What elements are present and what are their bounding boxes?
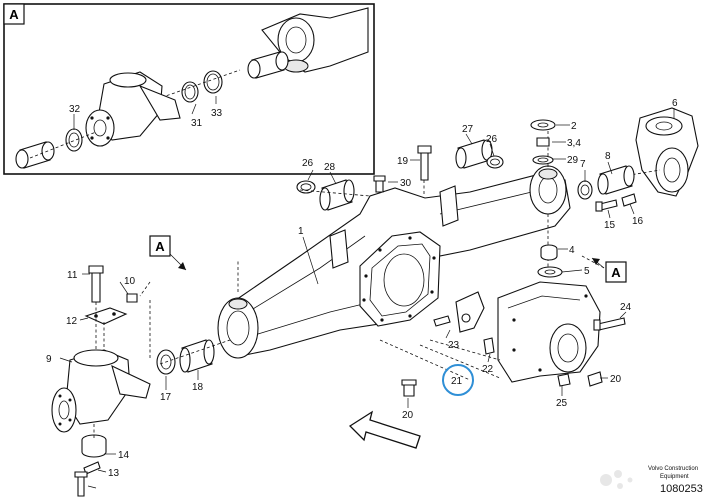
- plate-12: [84, 307, 128, 325]
- ring-29: [532, 155, 554, 165]
- callout-10: 10: [124, 276, 136, 287]
- inset-ring-31: [181, 81, 199, 103]
- washer-5: [537, 266, 563, 278]
- plug-20-right: [587, 371, 603, 387]
- callout-21: 21: [451, 376, 463, 387]
- leader-lines: [59, 108, 675, 489]
- bolt-lower: [77, 475, 85, 497]
- drawing-number: 1080253: [660, 483, 703, 495]
- inset-view-label: A: [9, 7, 19, 22]
- callout-28: 28: [324, 162, 336, 173]
- pin-25: [557, 373, 571, 387]
- pivot-washers: [530, 119, 563, 278]
- callout-19: 19: [397, 156, 409, 167]
- callout-23: 23: [448, 340, 460, 351]
- plug-20-center: [403, 383, 415, 397]
- watermark-logo: [600, 470, 633, 489]
- callout-26-left: 26: [302, 158, 314, 169]
- callout-5: 5: [584, 266, 590, 277]
- grease-nipple-30: [375, 179, 384, 193]
- clamp-23: [455, 291, 485, 333]
- seal-7: [577, 180, 593, 200]
- callout-32: 32: [69, 104, 81, 115]
- callout-22: 22: [482, 364, 494, 375]
- callout-17: 17: [160, 392, 172, 403]
- callout-21-highlight: [442, 364, 474, 396]
- washer-16: [621, 193, 637, 207]
- differential-cover: [359, 231, 441, 327]
- bracket-6-bore: [655, 147, 689, 193]
- callout-11: 11: [67, 270, 78, 281]
- callout-20-center: 20: [402, 410, 414, 421]
- hub-bore: [549, 323, 587, 373]
- callout-27: 27: [462, 124, 474, 135]
- detail-inset: A 32 31 33: [3, 3, 375, 175]
- callout-13: 13: [108, 468, 120, 479]
- inset-hub-flange: [85, 109, 115, 147]
- callout-20-right: 20: [610, 374, 622, 385]
- callout-numbers: 1 2 3,4 4 5 6 7 8 9 10 11 12 13 14 15 16…: [46, 98, 678, 479]
- callout-30: 30: [400, 178, 412, 189]
- credit-line-2: Equipment: [660, 474, 689, 480]
- right-hub-carrier: [429, 281, 626, 387]
- callout-2: 2: [571, 121, 577, 132]
- washer-2: [530, 119, 556, 131]
- callout-33: 33: [211, 108, 223, 119]
- pin-3-4: [536, 137, 550, 147]
- callout-16: 16: [632, 216, 644, 227]
- bolt-19: [420, 151, 429, 181]
- bolt-11: [91, 271, 101, 303]
- hub-flange: [51, 387, 77, 433]
- mounting-pad-right: [439, 185, 459, 227]
- callout-1: 1: [298, 226, 304, 237]
- callout-6: 6: [672, 98, 678, 109]
- callout-9: 9: [46, 354, 52, 365]
- callout-4: 4: [569, 245, 575, 256]
- callout-15: 15: [604, 220, 616, 231]
- seal-26-right: [486, 155, 504, 169]
- credit-line-1: Volvo Construction: [648, 466, 698, 472]
- callout-25: 25: [556, 398, 568, 409]
- upper-fittings: [296, 139, 504, 211]
- callout-12: 12: [66, 316, 78, 327]
- right-bracket: [577, 107, 699, 212]
- callout-14: 14: [118, 450, 130, 461]
- view-label-left: A: [155, 239, 165, 254]
- callout-3-4: 3,4: [567, 138, 581, 149]
- inset-view-box: [3, 3, 25, 25]
- pin-22: [483, 337, 495, 355]
- callout-7: 7: [580, 159, 586, 170]
- callout-26-right: 26: [486, 134, 498, 145]
- left-bushings: [156, 339, 231, 375]
- view-box-left: [149, 235, 171, 257]
- inset-ring-32: [65, 128, 83, 152]
- callout-29: 29: [567, 155, 579, 166]
- front-direction-arrow: [348, 410, 421, 449]
- view-box-right: [605, 261, 627, 283]
- callout-24: 24: [620, 302, 632, 313]
- left-pivot-eye: [217, 297, 259, 359]
- left-knuckle: [51, 265, 151, 497]
- nut-10: [126, 293, 138, 303]
- callout-8: 8: [605, 151, 611, 162]
- callout-31: 31: [191, 118, 203, 129]
- bolt-24: [597, 317, 626, 331]
- mounting-pad-left: [329, 229, 349, 269]
- axle-beam: [217, 120, 571, 359]
- callout-18: 18: [192, 382, 204, 393]
- view-label-right: A: [611, 265, 621, 280]
